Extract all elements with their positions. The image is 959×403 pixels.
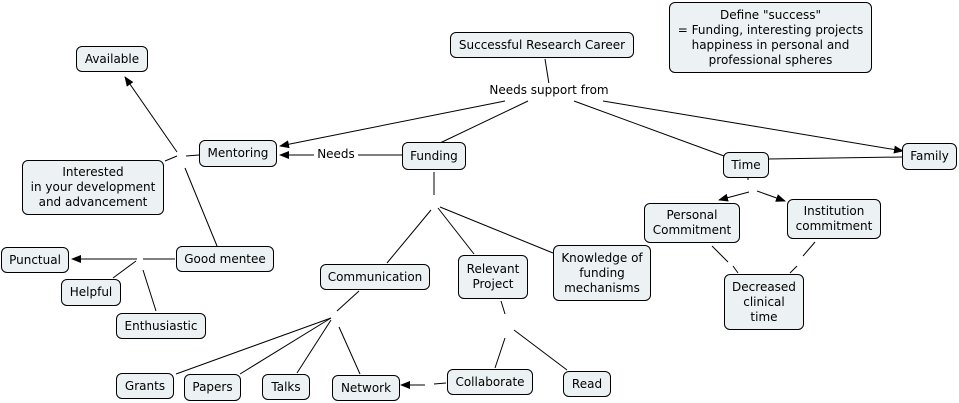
concept-grants[interactable]: Grants [116,373,174,399]
edge-hub-enthusiastic [142,269,157,312]
concept-family[interactable]: Family [902,143,957,170]
edge-hub-interested [164,155,178,162]
edge-communication-hub [336,290,360,312]
linking-phrase-needs: Needs [316,147,356,162]
concept-read[interactable]: Read [563,371,611,397]
concept-network[interactable]: Network [332,375,400,401]
edge-needs-family [602,100,904,154]
edge-time-family [767,156,903,160]
concept-interested[interactable]: Interested in your development and advan… [22,160,164,215]
edge-hub-papers [239,317,332,375]
concept-knowledge-funding-mechanisms[interactable]: Knowledge of funding mechanisms [553,245,651,301]
concept-papers[interactable]: Papers [184,374,241,401]
edge-hub-helpful [112,260,137,279]
edge-hub-read [513,329,568,371]
note-define-success[interactable]: Define "success" = Funding, interesting … [669,2,872,73]
edge-hub-goodmentee [184,167,218,247]
edge-hub-communication [386,209,432,264]
concept-time[interactable]: Time [723,152,769,178]
edge-hub-knowledge [439,206,554,254]
concept-enthusiastic[interactable]: Enthusiastic [116,313,206,339]
linking-phrase-needs-support-from: Needs support from [487,83,611,98]
edge-hub-available [124,76,178,153]
concept-good-mentee[interactable]: Good mentee [176,246,274,272]
edge-hub-institution [756,190,786,202]
concept-talks[interactable]: Talks [262,374,310,400]
edge-needs-mentoring [279,100,506,149]
concept-punctual[interactable]: Punctual [1,247,69,273]
concept-available[interactable]: Available [76,46,148,72]
edge-hub-decreased2 [789,265,798,274]
edge-hub-grants [175,317,332,375]
edge-hub-network [338,326,361,375]
edge-needs-time [573,100,725,157]
edge-hub-decreased [732,265,739,274]
edge-hub-relevant [437,207,475,255]
edge-needs-funding [439,100,529,144]
edge-collaborate-hub [433,382,447,385]
concept-helpful[interactable]: Helpful [61,279,121,306]
concept-institution-commitment[interactable]: Institution commitment [787,199,881,239]
edge-hub-talks [296,319,332,374]
concept-decreased-clinical-time[interactable]: Decreased clinical time [724,274,804,330]
concept-relevant-project[interactable]: Relevant Project [458,255,528,299]
concept-personal-commitment[interactable]: Personal Commitment [644,203,740,243]
concept-communication[interactable]: Communication [320,264,430,290]
edge-root-needs [544,58,550,85]
edge-institution-hub [802,241,816,257]
edge-hub-personal [718,191,750,202]
concept-successful-research-career[interactable]: Successful Research Career [450,32,634,58]
concept-collaborate[interactable]: Collaborate [447,369,533,395]
edge-relevant-hub [500,300,506,315]
edge-hub-collaborate [494,337,506,369]
edge-mentoring-hub [185,154,200,157]
concept-funding[interactable]: Funding [402,142,466,170]
edge-personal-hub [711,245,729,263]
concept-mentoring[interactable]: Mentoring [199,140,277,167]
